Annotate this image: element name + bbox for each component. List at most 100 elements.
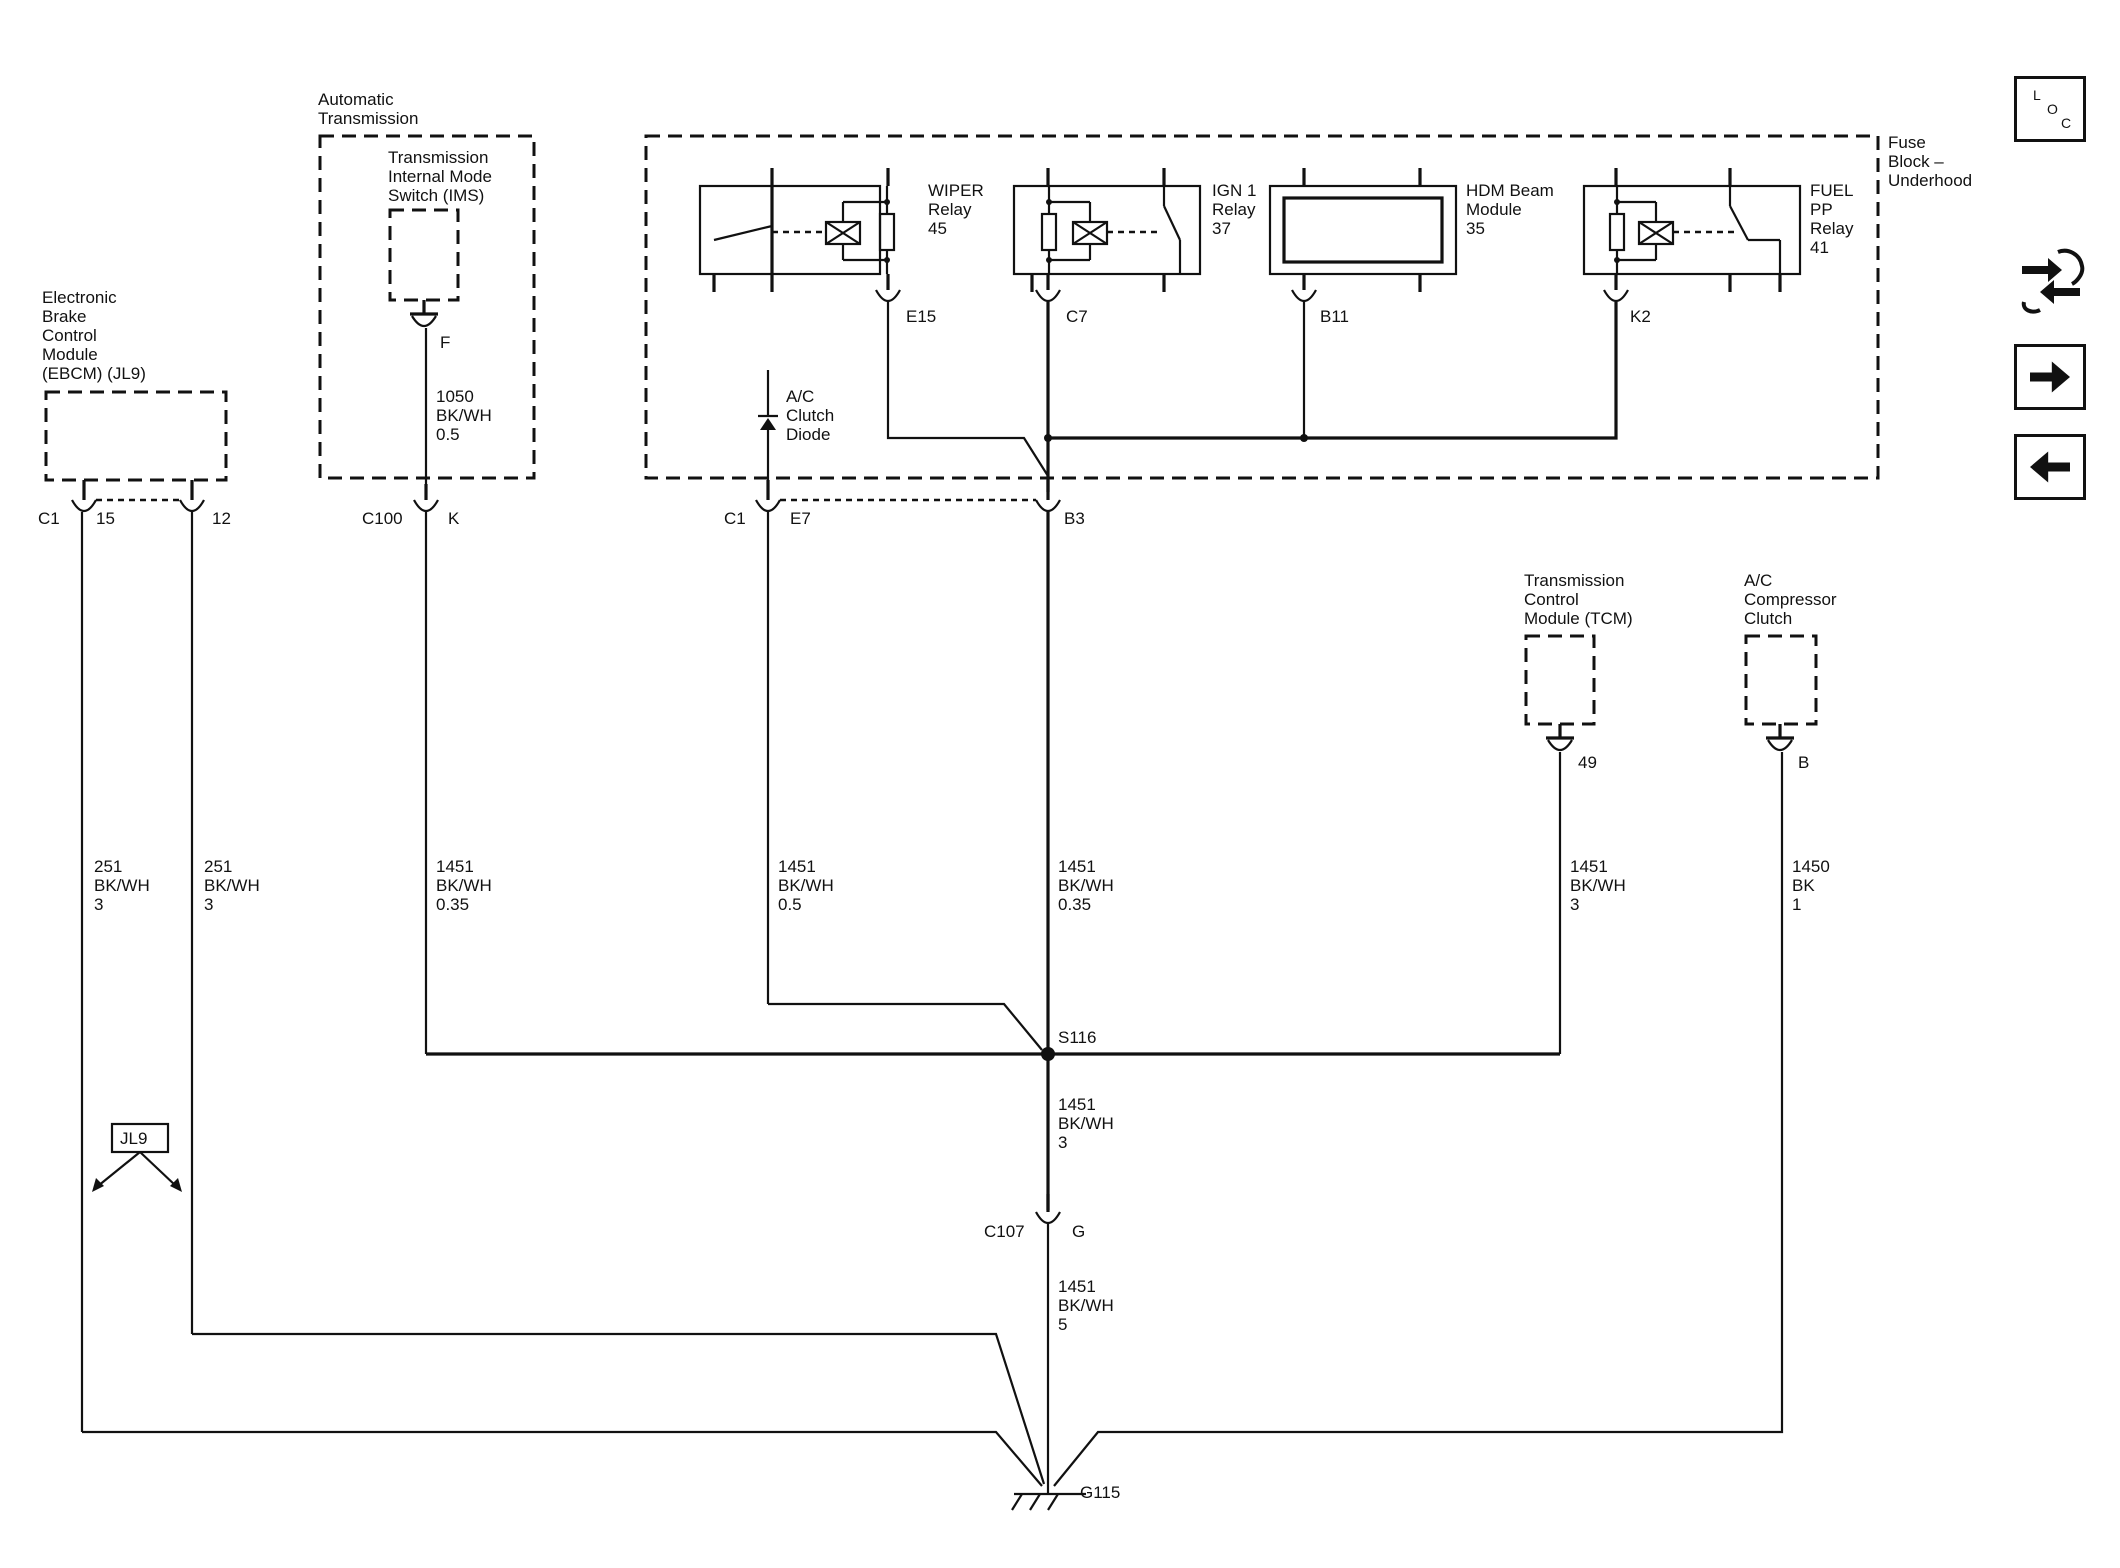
ac-diode-label-1: A/C bbox=[786, 387, 814, 406]
loc-icon[interactable]: L O C bbox=[2014, 76, 2086, 142]
b3-wire-label: 1451 BK/WH 0.35 bbox=[1058, 857, 1114, 914]
wiper-relay-label-3: 45 bbox=[928, 219, 947, 238]
ims-pin-f-label: F bbox=[440, 333, 450, 352]
ims-switch[interactable]: Transmission Internal Mode Switch (IMS) bbox=[388, 148, 492, 302]
svg-text:1451: 1451 bbox=[778, 857, 816, 876]
tcm-label-1: Transmission bbox=[1524, 571, 1624, 590]
svg-text:0.5: 0.5 bbox=[778, 895, 802, 914]
connector-list-icon[interactable] bbox=[2014, 244, 2088, 318]
c7-label: C7 bbox=[1066, 307, 1088, 326]
ebcm-label-5: (EBCM) (JL9) bbox=[42, 364, 146, 383]
svg-text:1050: 1050 bbox=[436, 387, 474, 406]
wiper-relay-label-1: WIPER bbox=[928, 181, 984, 200]
ebcm-pin-15-label: 15 bbox=[96, 509, 115, 528]
c107-wire-label: 1451 BK/WH 5 bbox=[1058, 1277, 1114, 1334]
hdm-label-2: Module bbox=[1466, 200, 1522, 219]
loc-letter-c: C bbox=[2061, 115, 2072, 131]
ac-compressor-clutch[interactable]: A/C Compressor Clutch bbox=[1744, 571, 1837, 726]
wiper-relay-label-2: Relay bbox=[928, 200, 972, 219]
tcm-module[interactable]: Transmission Control Module (TCM) bbox=[1524, 571, 1633, 726]
ebcm-pin-12-label: 12 bbox=[212, 509, 231, 528]
loc-letter-o: O bbox=[2047, 101, 2058, 117]
previous-page-icon[interactable] bbox=[2014, 434, 2086, 500]
ebcm-label-3: Control bbox=[42, 326, 97, 345]
svg-text:251: 251 bbox=[204, 857, 232, 876]
wiper-relay[interactable]: WIPER Relay 45 bbox=[698, 168, 984, 292]
svg-text:1451: 1451 bbox=[1058, 857, 1096, 876]
fuse-block-underhood: Fuse Block – Underhood bbox=[644, 133, 1972, 480]
ac-clutch-diode[interactable]: A/C Clutch Diode bbox=[758, 370, 834, 484]
loc-letter-l: L bbox=[2033, 87, 2041, 103]
fuel-pp-relay[interactable]: FUEL PP Relay 41 bbox=[1582, 168, 1854, 292]
fuse-block-label-3: Underhood bbox=[1888, 171, 1972, 190]
tcm-label-3: Module (TCM) bbox=[1524, 609, 1633, 628]
b3-label: B3 bbox=[1064, 509, 1085, 528]
s116-splice bbox=[1041, 1047, 1055, 1061]
svg-text:BK/WH: BK/WH bbox=[1058, 1114, 1114, 1133]
fuel-pp-label-4: 41 bbox=[1810, 238, 1829, 257]
ac-clutch-label-2: Compressor bbox=[1744, 590, 1837, 609]
diode-c1-label: C1 bbox=[724, 509, 746, 528]
svg-text:BK/WH: BK/WH bbox=[204, 876, 260, 895]
jl9-tag-label: JL9 bbox=[120, 1129, 147, 1148]
s116-wire-label: 1451 BK/WH 3 bbox=[1058, 1095, 1114, 1152]
hdm-label-3: 35 bbox=[1466, 219, 1485, 238]
svg-text:BK/WH: BK/WH bbox=[436, 406, 492, 425]
auto-trans-label-2: Transmission bbox=[318, 109, 418, 128]
ac-clutch-pin-b-label: B bbox=[1798, 753, 1809, 772]
svg-text:BK/WH: BK/WH bbox=[1058, 1296, 1114, 1315]
e15-label: E15 bbox=[906, 307, 936, 326]
svg-text:0.5: 0.5 bbox=[436, 425, 460, 444]
fuel-pp-label-1: FUEL bbox=[1810, 181, 1853, 200]
svg-text:BK/WH: BK/WH bbox=[1570, 876, 1626, 895]
svg-text:BK/WH: BK/WH bbox=[94, 876, 150, 895]
fuse-block-label-1: Fuse bbox=[1888, 133, 1926, 152]
svg-text:5: 5 bbox=[1058, 1315, 1067, 1334]
b11-label: B11 bbox=[1320, 307, 1349, 326]
svg-text:BK/WH: BK/WH bbox=[778, 876, 834, 895]
svg-text:3: 3 bbox=[204, 895, 213, 914]
ims-wire-label: 1050 BK/WH 0.5 bbox=[436, 387, 492, 444]
svg-text:BK/WH: BK/WH bbox=[436, 876, 492, 895]
fuse-block-label-2: Block – bbox=[1888, 152, 1944, 171]
ebcm-label-4: Module bbox=[42, 345, 98, 364]
jl9-option-tag[interactable]: JL9 bbox=[92, 1122, 182, 1192]
ims-label-1: Transmission bbox=[388, 148, 488, 167]
ebcm-c1-label: C1 bbox=[38, 509, 60, 528]
auto-trans-label-1: Automatic bbox=[318, 90, 394, 109]
fuel-pp-label-2: PP bbox=[1810, 200, 1833, 219]
fuel-pp-label-3: Relay bbox=[1810, 219, 1854, 238]
g115-ground-icon bbox=[1011, 1484, 1086, 1511]
ac-clutch-wire-label: 1450 BK 1 bbox=[1792, 857, 1830, 914]
hdm-beam-module[interactable]: HDM Beam Module 35 bbox=[1268, 168, 1554, 292]
ac-diode-label-3: Diode bbox=[786, 425, 830, 444]
svg-text:1451: 1451 bbox=[1058, 1277, 1096, 1296]
ign1-relay-label-2: Relay bbox=[1212, 200, 1256, 219]
k2-label: K2 bbox=[1630, 307, 1651, 326]
ac-clutch-label-1: A/C bbox=[1744, 571, 1772, 590]
ac-diode-label-2: Clutch bbox=[786, 406, 834, 425]
diode-wire-label: 1451 BK/WH 0.5 bbox=[778, 857, 834, 914]
ign1-relay[interactable]: IGN 1 Relay 37 bbox=[1012, 168, 1256, 292]
ebcm-module[interactable]: Electronic Brake Control Module (EBCM) (… bbox=[42, 288, 228, 482]
tcm-pin-49-label: 49 bbox=[1578, 753, 1597, 772]
svg-text:0.35: 0.35 bbox=[436, 895, 469, 914]
svg-text:0.35: 0.35 bbox=[1058, 895, 1091, 914]
svg-text:1450: 1450 bbox=[1792, 857, 1830, 876]
svg-text:1451: 1451 bbox=[1058, 1095, 1096, 1114]
svg-text:1: 1 bbox=[1792, 895, 1801, 914]
svg-text:BK: BK bbox=[1792, 876, 1815, 895]
ign1-relay-label-3: 37 bbox=[1212, 219, 1231, 238]
tcm-label-2: Control bbox=[1524, 590, 1579, 609]
ebcm-12-wire-label: 251 BK/WH 3 bbox=[204, 857, 260, 914]
c100-pin-k-label: K bbox=[448, 509, 460, 528]
svg-text:3: 3 bbox=[94, 895, 103, 914]
next-page-icon[interactable] bbox=[2014, 344, 2086, 410]
svg-text:251: 251 bbox=[94, 857, 122, 876]
ebcm-label-1: Electronic bbox=[42, 288, 117, 307]
g115-label: G115 bbox=[1080, 1483, 1120, 1502]
diode-e7-label: E7 bbox=[790, 509, 811, 528]
tcm-wire-label: 1451 BK/WH 3 bbox=[1570, 857, 1626, 914]
svg-text:1451: 1451 bbox=[1570, 857, 1608, 876]
